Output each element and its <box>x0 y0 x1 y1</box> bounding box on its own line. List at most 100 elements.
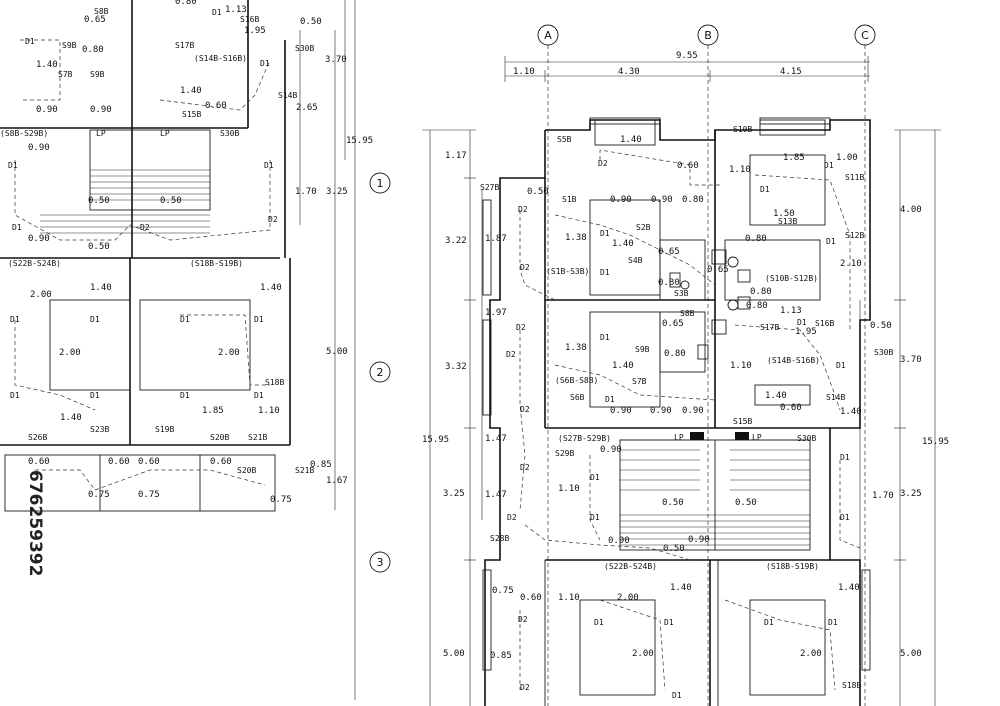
svg-text:0.90: 0.90 <box>28 234 50 244</box>
svg-text:D1: D1 <box>90 315 100 324</box>
svg-text:1.40: 1.40 <box>60 413 82 423</box>
svg-text:2.00: 2.00 <box>30 290 52 300</box>
svg-text:S21B: S21B <box>295 466 314 475</box>
svg-text:0.85: 0.85 <box>490 651 512 661</box>
svg-text:1.10: 1.10 <box>730 361 752 371</box>
svg-text:(S27B-S29B): (S27B-S29B) <box>558 434 611 443</box>
svg-text:S6B: S6B <box>570 393 585 402</box>
axis-c: C <box>861 29 869 42</box>
svg-text:S30B: S30B <box>797 434 816 443</box>
svg-text:1.13: 1.13 <box>225 5 247 15</box>
svg-text:(S8B-S29B): (S8B-S29B) <box>0 129 48 138</box>
right-dim-2: 3.70 <box>900 355 922 365</box>
svg-text:D1: D1 <box>90 391 100 400</box>
svg-text:0.90: 0.90 <box>90 105 112 115</box>
svg-text:S9B: S9B <box>90 70 105 79</box>
svg-text:LP: LP <box>752 433 762 442</box>
svg-text:S17B: S17B <box>175 41 194 50</box>
svg-text:0.90: 0.90 <box>682 406 704 416</box>
svg-text:1.70: 1.70 <box>295 187 317 197</box>
svg-text:(S14B-S16B): (S14B-S16B) <box>767 356 820 365</box>
svg-text:0.75: 0.75 <box>88 490 110 500</box>
svg-text:D1: D1 <box>10 391 20 400</box>
svg-text:3.70: 3.70 <box>325 55 347 65</box>
svg-text:S2B: S2B <box>636 223 651 232</box>
svg-text:1.70: 1.70 <box>872 491 894 501</box>
top-dim-2: 4.30 <box>618 67 640 77</box>
svg-text:D2: D2 <box>518 615 528 624</box>
svg-text:S19B: S19B <box>155 425 174 434</box>
svg-text:1.40: 1.40 <box>612 361 634 371</box>
svg-text:1.40: 1.40 <box>765 391 787 401</box>
svg-text:0.90: 0.90 <box>650 406 672 416</box>
left-dim-5: 5.00 <box>443 649 465 659</box>
svg-text:0.90: 0.90 <box>610 406 632 416</box>
svg-text:(S1B-S3B): (S1B-S3B) <box>546 267 589 276</box>
right-dim-4: 5.00 <box>900 649 922 659</box>
svg-text:D2: D2 <box>518 205 528 214</box>
svg-text:1.10: 1.10 <box>729 165 751 175</box>
svg-text:0.75: 0.75 <box>138 490 160 500</box>
svg-text:D1: D1 <box>180 391 190 400</box>
svg-text:1.13: 1.13 <box>780 306 802 316</box>
svg-text:3.25: 3.25 <box>326 187 348 197</box>
svg-text:0.80: 0.80 <box>750 287 772 297</box>
svg-text:1.40: 1.40 <box>620 135 642 145</box>
svg-text:S30B: S30B <box>220 129 239 138</box>
right-total: 15.95 <box>922 437 949 447</box>
svg-text:1.40: 1.40 <box>260 283 282 293</box>
svg-text:D2: D2 <box>520 263 530 272</box>
svg-text:0.80: 0.80 <box>682 195 704 205</box>
svg-text:S21B: S21B <box>248 433 267 442</box>
svg-text:0.90: 0.90 <box>608 536 630 546</box>
svg-text:S16B: S16B <box>815 319 834 328</box>
svg-text:2.00: 2.00 <box>59 348 81 358</box>
top-dim-3: 4.15 <box>780 67 802 77</box>
svg-text:D2: D2 <box>506 350 516 359</box>
svg-text:D1: D1 <box>840 513 850 522</box>
svg-text:0.60: 0.60 <box>780 403 802 413</box>
svg-text:0.60: 0.60 <box>138 457 160 467</box>
svg-text:1.50: 1.50 <box>773 209 795 219</box>
axis-a: A <box>544 29 552 42</box>
svg-text:D1: D1 <box>590 473 600 482</box>
svg-text:1.47: 1.47 <box>485 490 507 500</box>
svg-text:0.65: 0.65 <box>658 247 680 257</box>
svg-text:2: 2 <box>377 366 384 379</box>
right-dim-3: 3.25 <box>900 489 922 499</box>
svg-text:D2: D2 <box>516 323 526 332</box>
svg-text:S18B: S18B <box>842 681 861 690</box>
svg-text:0.50: 0.50 <box>870 321 892 331</box>
svg-text:0.50: 0.50 <box>663 544 685 554</box>
svg-text:0.65: 0.65 <box>707 265 729 275</box>
svg-text:S14B: S14B <box>278 91 297 100</box>
svg-text:D1: D1 <box>12 223 22 232</box>
left-total: 15.95 <box>422 435 449 445</box>
svg-text:1.95: 1.95 <box>795 327 817 337</box>
svg-text:S11B: S11B <box>845 173 864 182</box>
svg-text:2.10: 2.10 <box>840 259 862 269</box>
left-dim-2: 3.22 <box>445 236 467 246</box>
svg-text:S4B: S4B <box>628 256 643 265</box>
svg-text:D1: D1 <box>10 315 20 324</box>
svg-text:1.40: 1.40 <box>90 283 112 293</box>
svg-text:D1: D1 <box>797 318 807 327</box>
svg-text:S15B: S15B <box>733 417 752 426</box>
svg-text:0.60: 0.60 <box>520 593 542 603</box>
svg-text:D1: D1 <box>212 8 222 17</box>
svg-text:D1: D1 <box>764 618 774 627</box>
svg-text:S18B: S18B <box>265 378 284 387</box>
svg-text:D2: D2 <box>507 513 517 522</box>
svg-text:0.85: 0.85 <box>310 460 332 470</box>
svg-text:0.60: 0.60 <box>108 457 130 467</box>
svg-text:S17B: S17B <box>760 323 779 332</box>
svg-text:D1: D1 <box>826 237 836 246</box>
svg-text:1.40: 1.40 <box>670 583 692 593</box>
left-dim-3: 3.32 <box>445 362 467 372</box>
svg-text:0.90: 0.90 <box>610 195 632 205</box>
left-dim-4: 3.25 <box>443 489 465 499</box>
svg-text:0.90: 0.90 <box>36 105 58 115</box>
svg-text:0.50: 0.50 <box>662 498 684 508</box>
